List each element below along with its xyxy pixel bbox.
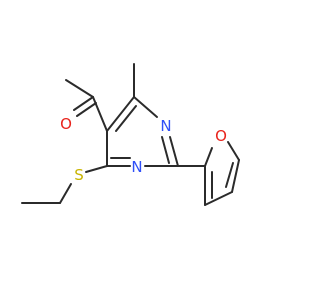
sulfur-label: S	[74, 166, 84, 184]
atom-labels: O N N S O	[60, 115, 227, 184]
bond-ring-n1-c2-inner	[161, 136, 170, 164]
bond-furan-c5-c4	[231, 159, 240, 193]
furan-oxygen-label: O	[215, 127, 227, 145]
bond-ring-c5-c6	[106, 96, 135, 132]
bond-furan-c2-o	[204, 147, 213, 167]
bond-furan-o-c5	[227, 141, 240, 161]
bond-ring-n1-c2	[169, 136, 179, 167]
bond-c4-sulfur	[85, 165, 108, 173]
bond-furan-c5-c4-inner	[225, 162, 234, 188]
bond-methyl-carbonyl	[65, 79, 94, 98]
bond-carbonyl-ring	[92, 96, 108, 132]
pyrimidine-nitrogen-top-label: N	[160, 117, 171, 135]
bond-carbonyl-double-a	[73, 96, 94, 111]
carbonyl-oxygen-label: O	[60, 115, 72, 133]
pyrimidine-nitrogen-bottom-label: N	[131, 158, 142, 176]
bond-sulfur-ch2	[59, 183, 72, 204]
bonds	[21, 63, 240, 206]
molecule-diagram: O N N S O	[21, 63, 240, 206]
bond-ring-c5-c6-inner	[115, 105, 137, 132]
bond-ring-c6-n1	[133, 96, 158, 118]
bond-furan-c4-c3	[204, 191, 233, 206]
bond-carbonyl-double-b	[76, 102, 97, 117]
